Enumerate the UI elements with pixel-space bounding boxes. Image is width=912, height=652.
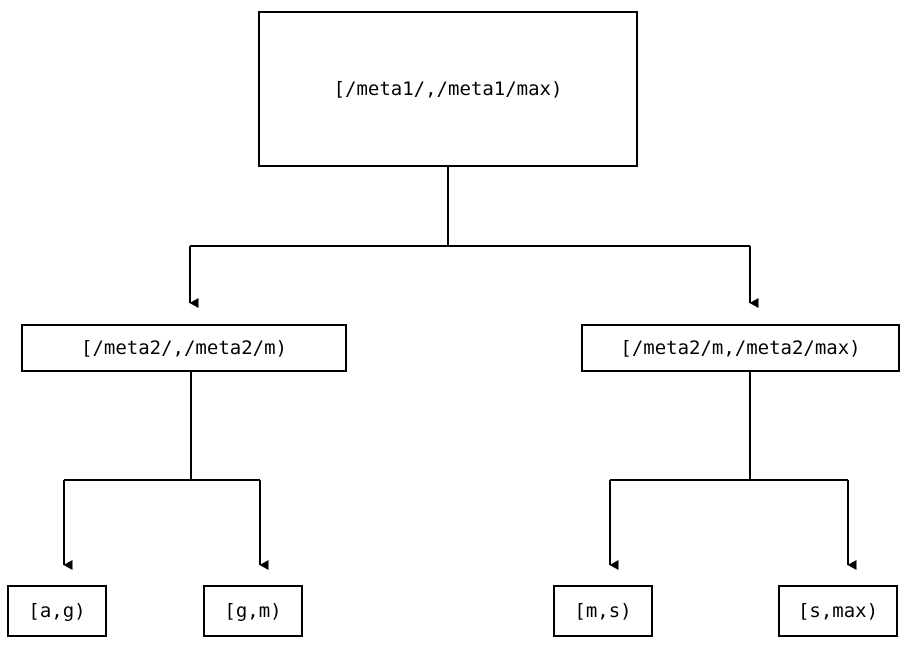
node-leaf-s-max-label: [s,max) [797,599,879,622]
node-leaf-g-m[interactable]: [g,m) [203,585,303,637]
node-root[interactable]: [/meta1/,/meta1/max) [258,11,638,167]
node-leaf-m-s-label: [m,s) [574,599,632,622]
node-leaf-g-m-label: [g,m) [224,599,282,622]
edge-root-to-mid-level [189,167,759,308]
node-mid-left[interactable]: [/meta2/,/meta2/m) [21,324,347,372]
node-leaf-a-g[interactable]: [a,g) [7,585,107,637]
node-root-label: [/meta1/,/meta1/max) [333,77,563,100]
node-leaf-a-g-label: [a,g) [28,599,86,622]
node-mid-right-label: [/meta2/m,/meta2/max) [620,336,861,359]
edge-mid-left-to-leaves [63,372,269,570]
edge-mid-right-to-leaves [609,372,857,570]
node-leaf-s-max[interactable]: [s,max) [778,585,898,637]
node-mid-left-label: [/meta2/,/meta2/m) [81,336,287,359]
node-leaf-m-s[interactable]: [m,s) [553,585,653,637]
node-mid-right[interactable]: [/meta2/m,/meta2/max) [581,324,900,372]
